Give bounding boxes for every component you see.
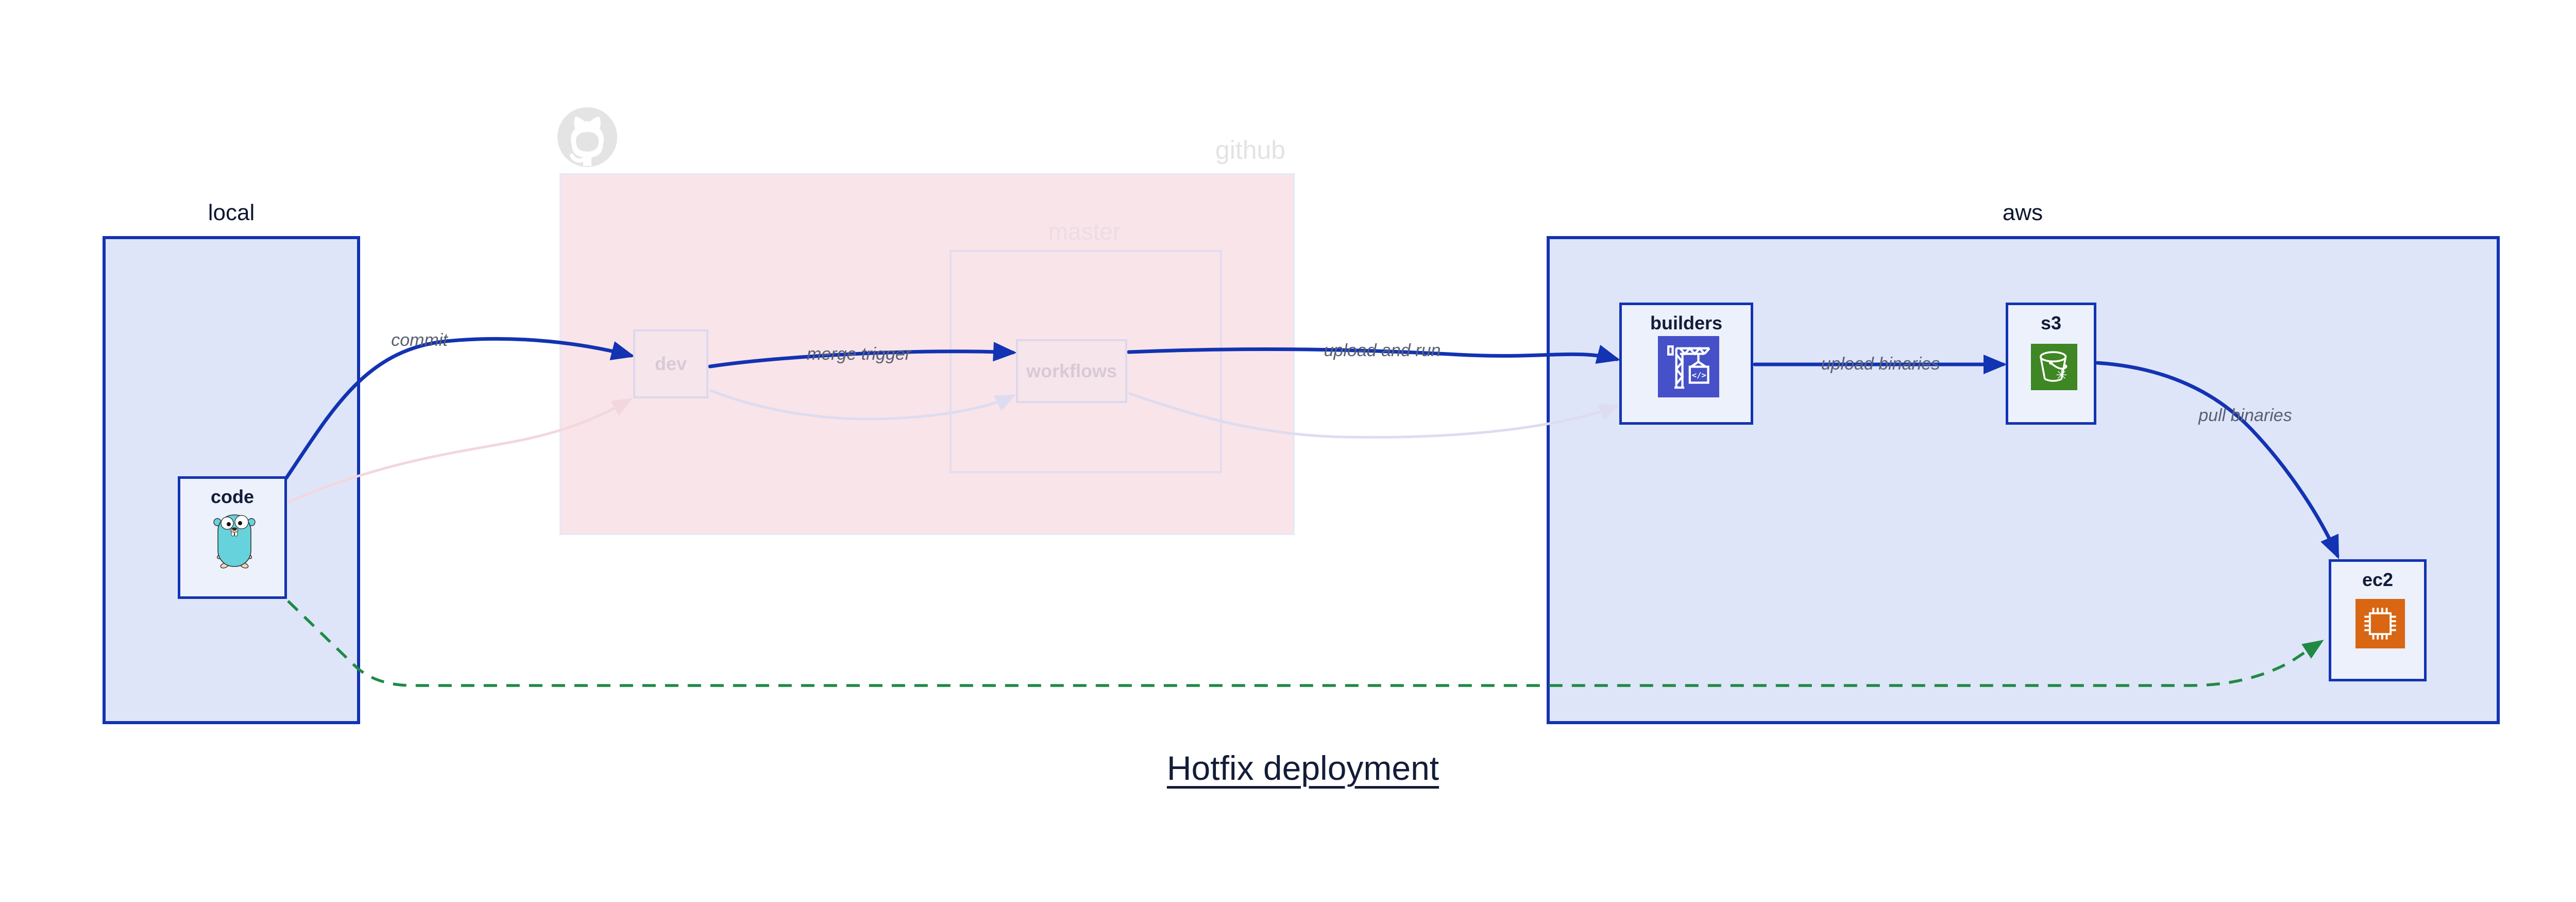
gopher-icon [213, 514, 256, 569]
node-s3: s3 ✳ [2006, 303, 2096, 425]
edge-merge-trigger [708, 342, 1017, 369]
edge-label-commit: commit [391, 330, 448, 350]
codebuild-crane-icon: </> [1658, 336, 1719, 397]
github-octocat-icon [557, 107, 617, 167]
node-workflows-label: workflows [1026, 360, 1117, 381]
edge-label-pull-binaries: pull binaries [2198, 406, 2292, 425]
node-builders: builders </> [1619, 303, 1753, 425]
edge-code-dev-faded [286, 398, 633, 504]
node-ec2-label: ec2 [2362, 569, 2394, 590]
node-dev-label: dev [654, 353, 687, 374]
region-local-label: local [208, 200, 255, 225]
node-dev: dev [633, 329, 708, 398]
region-master-label: master [1048, 218, 1121, 245]
edge-pull-binaries [2095, 361, 2340, 559]
edge-hotfix-path [287, 600, 2324, 687]
edge-label-upload-binaries: upload binaries [1821, 354, 1940, 374]
svg-text:</>: </> [1692, 371, 1706, 380]
edge-commit [284, 337, 635, 480]
edge-workflows-builders-faded [1128, 392, 1620, 439]
region-master [950, 250, 1222, 473]
diagram-title: Hotfix deployment [1166, 749, 1439, 787]
edge-label-upload-and-run: upload and run [1324, 341, 1441, 360]
region-aws-label: aws [2002, 200, 2043, 225]
node-workflows: workflows [1016, 339, 1127, 403]
edge-label-merge-trigger: merge trigger [806, 344, 911, 364]
s3-bucket-icon: ✳ [2031, 344, 2077, 390]
node-ec2: ec2 [2329, 559, 2427, 681]
node-s3-label: s3 [2040, 312, 2062, 333]
edge-upload-and-run [1127, 344, 1621, 364]
node-code: code [178, 476, 287, 599]
ec2-chip-icon [2355, 599, 2405, 648]
region-github-label: github [1215, 136, 1286, 164]
node-builders-label: builders [1650, 312, 1723, 333]
edge-dev-workflows-faded [709, 389, 1016, 421]
node-code-label: code [210, 486, 255, 507]
svg-text:✳: ✳ [2056, 368, 2067, 383]
